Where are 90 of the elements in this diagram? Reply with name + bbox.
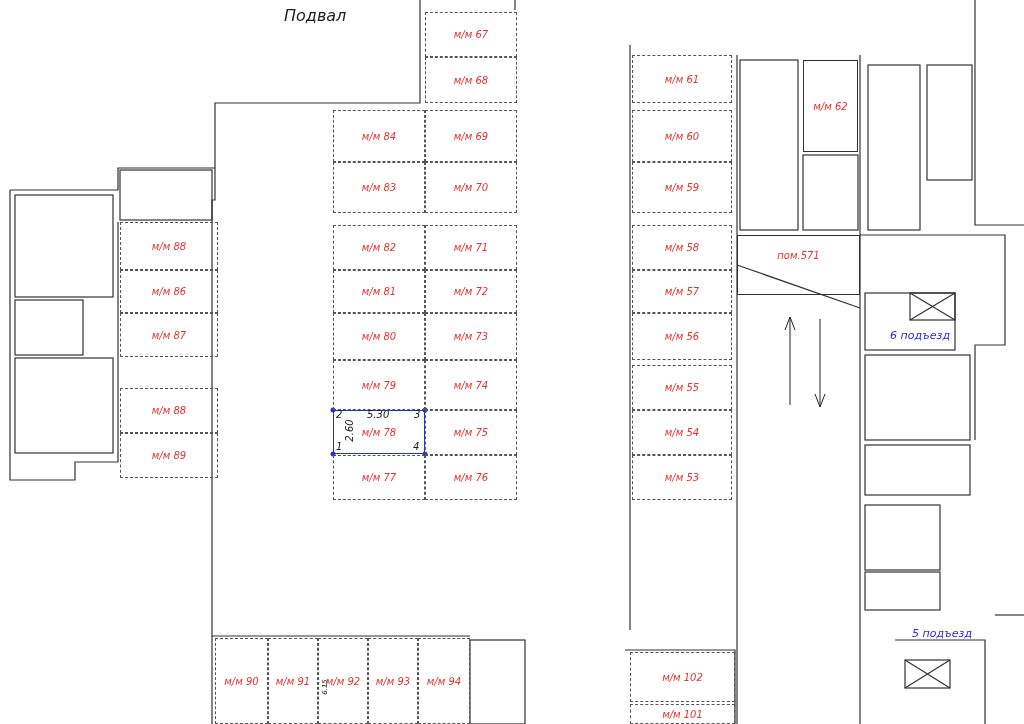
space-number: м/м 54 [664, 427, 700, 438]
space-number: м/м 89 [151, 450, 187, 461]
entrance-label: 5 подъезд [912, 627, 973, 640]
space-number: м/м 68 [453, 74, 489, 86]
parking-space [368, 638, 418, 724]
space-number: м/м 77 [361, 472, 397, 483]
space-number: м/м 80 [361, 331, 397, 342]
space-number: м/м 102 [662, 671, 703, 683]
parking-space [215, 638, 268, 724]
space-number: м/м 94 [426, 675, 462, 687]
space-number: м/м 72 [453, 286, 489, 297]
parking-space [425, 455, 517, 500]
space-number: м/м 84 [361, 130, 397, 142]
space-number: м/м 58 [664, 242, 700, 253]
parking-space [632, 225, 732, 270]
parking-space [120, 313, 218, 357]
parking-space [120, 270, 218, 313]
parking-space [632, 110, 732, 162]
dimension-text: 3 [414, 409, 421, 420]
parking-space [425, 162, 517, 213]
parking-space [630, 652, 735, 702]
parking-space [632, 270, 732, 313]
parking-space [632, 365, 732, 410]
space-number: м/м 73 [453, 331, 489, 342]
space-number: м/м 101 [662, 708, 703, 720]
parking-space [632, 455, 732, 500]
parking-space [425, 225, 517, 270]
parking-space [425, 57, 517, 103]
space-number: м/м 55 [664, 382, 700, 393]
parking-space [630, 704, 735, 724]
dimension-text: 4 [413, 441, 420, 452]
dimension-text: 5.30 [367, 409, 390, 420]
space-number: м/м 60 [664, 130, 700, 142]
space-number: м/м 88 [151, 405, 187, 416]
space-number: м/м 82 [361, 242, 397, 253]
parking-space [425, 110, 517, 162]
parking-space [632, 410, 732, 455]
parking-space [268, 638, 318, 724]
space-number: м/м 61 [664, 73, 700, 85]
space-number: м/м 62 [813, 100, 848, 112]
space-number: м/м 87 [151, 329, 187, 341]
parking-space [425, 360, 517, 410]
parking-space [333, 410, 425, 454]
parking-space [333, 162, 425, 213]
space-number: м/м 93 [375, 675, 411, 687]
parking-space [333, 110, 425, 162]
space-number: м/м 91 [275, 675, 311, 687]
parking-space [425, 270, 517, 313]
plan-title: Подвал [284, 6, 347, 25]
parking-space [333, 270, 425, 313]
space-number: м/м 59 [664, 182, 700, 193]
space-number: м/м 81 [361, 286, 397, 297]
space-number: м/м 90 [224, 675, 259, 687]
space-number: м/м 74 [453, 379, 489, 391]
entrance-label: 6 подъезд [890, 329, 951, 342]
space-number: м/м 56 [664, 331, 700, 342]
parking-space [318, 638, 368, 724]
space-number: м/м 71 [453, 242, 489, 253]
parking-space [120, 433, 218, 478]
space-number: м/м 86 [151, 286, 187, 297]
space-number: м/м 70 [453, 182, 489, 193]
dimension-text: 2.60 [343, 419, 355, 442]
parking-space [333, 313, 425, 360]
parking-space [333, 360, 425, 410]
space-number: м/м 75 [453, 427, 489, 438]
space-number: м/м 88 [151, 240, 187, 252]
parking-space [632, 313, 732, 360]
parking-space [632, 55, 732, 103]
parking-space [632, 162, 732, 213]
space-number: м/м 76 [453, 472, 489, 483]
space-number: м/м 67 [453, 29, 489, 40]
dimension-text: 2 [336, 409, 343, 420]
parking-space [120, 222, 218, 270]
room-outline [803, 60, 858, 152]
parking-space [333, 225, 425, 270]
space-number: м/м 83 [361, 182, 397, 193]
space-number: пом.571 [777, 250, 820, 261]
parking-space [120, 388, 218, 433]
parking-space [333, 455, 425, 500]
parking-space [425, 313, 517, 360]
space-number: м/м 69 [453, 130, 489, 142]
space-number: м/м 53 [664, 472, 700, 483]
parking-space [425, 12, 517, 57]
space-number: м/м 57 [664, 286, 700, 297]
space-number: м/м 78 [361, 426, 397, 438]
space-number: м/м 79 [361, 379, 397, 391]
dimension-text: 1 [336, 441, 343, 452]
parking-space [425, 410, 517, 455]
room-outline [737, 235, 860, 295]
parking-space [418, 638, 470, 724]
